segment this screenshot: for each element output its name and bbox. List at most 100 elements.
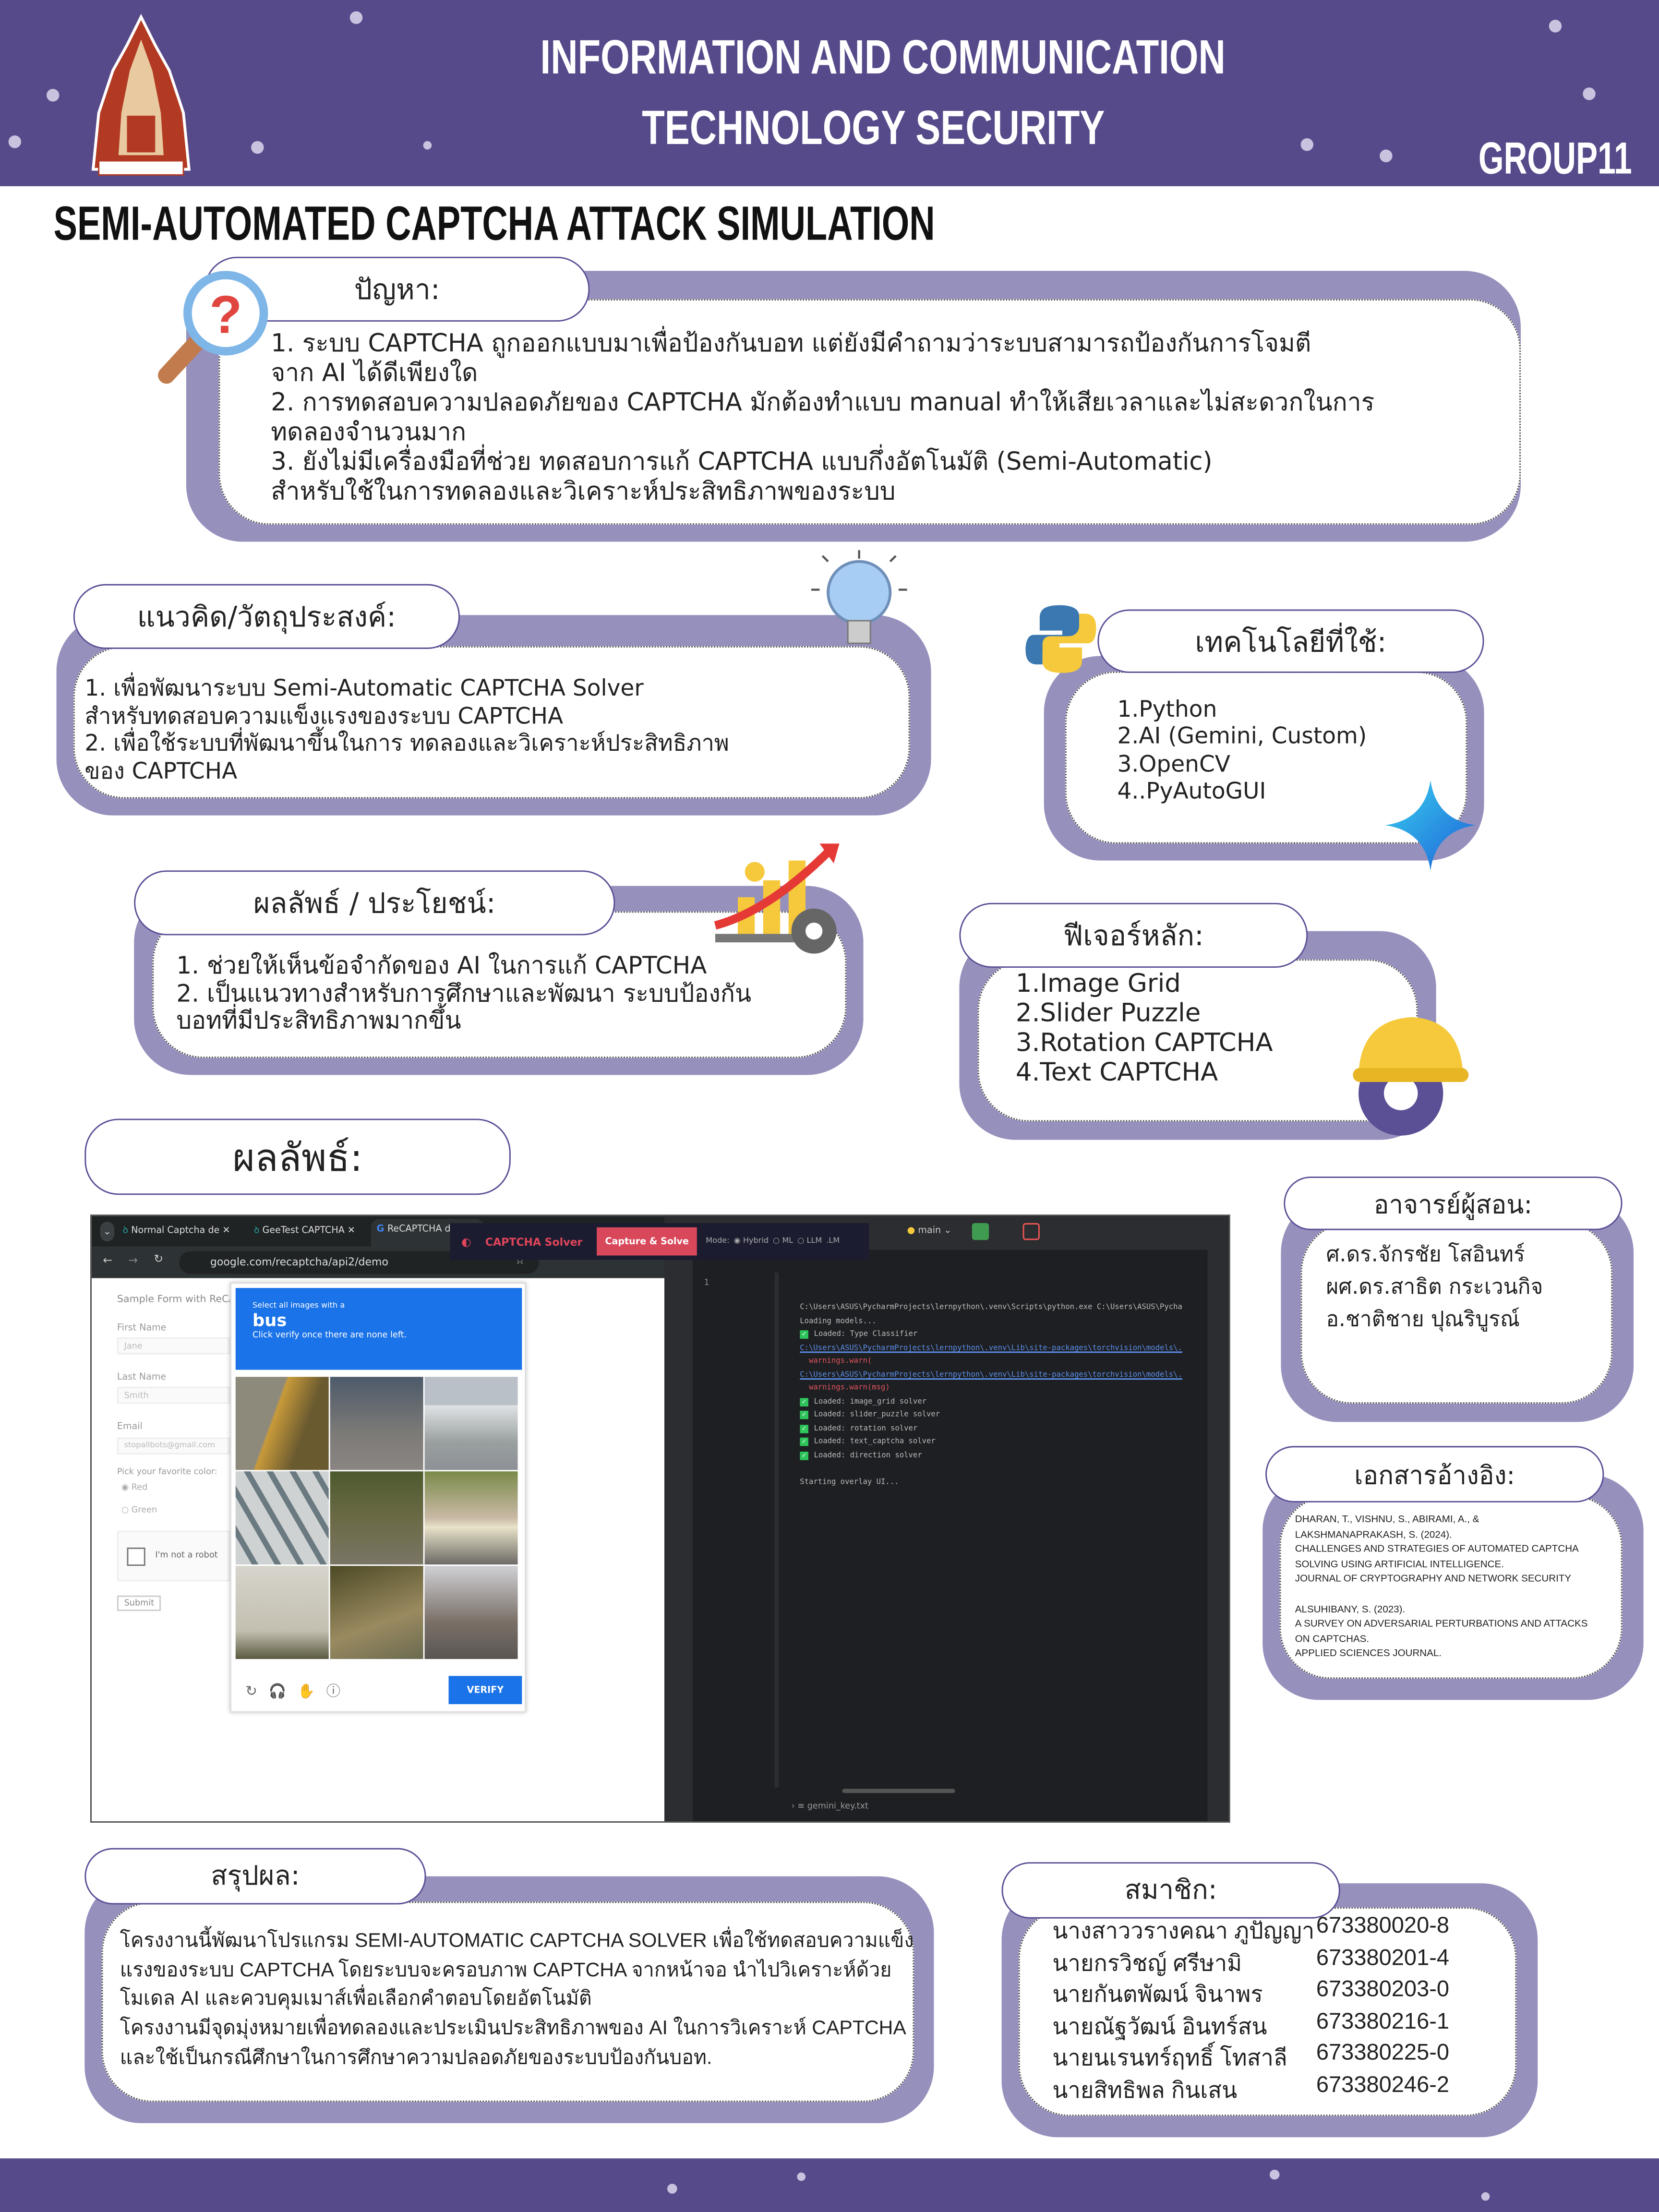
first-name-input[interactable]: Jane <box>117 1337 230 1355</box>
captcha-tile[interactable] <box>330 1566 423 1659</box>
captcha-tile[interactable] <box>235 1566 329 1659</box>
console-text: C:\Users\ASUS\PycharmProjects\lernpython… <box>800 1344 1182 1353</box>
radio-green[interactable]: ○ Green <box>121 1505 157 1515</box>
ide-window: ● main ⌄ 1 C:\Users\ASUS\PycharmProjects… <box>664 1216 1229 1821</box>
forward-icon[interactable]: → <box>128 1254 138 1267</box>
open-file-tab[interactable]: › ≡ gemini_key.txt <box>791 1801 868 1812</box>
reference-line: SOLVING USING ARTIFICIAL INTELLIGENCE. <box>1295 1560 1504 1570</box>
captcha-tile[interactable] <box>424 1471 518 1565</box>
teacher-list: ศ.ดร.จักรชัย โสอินทร์ ผศ.ดร.สาธิต กระเวน… <box>1326 1238 1543 1336</box>
mode-label: Mode: <box>706 1237 730 1246</box>
mode-hybrid-radio[interactable]: ◉ Hybrid <box>733 1237 769 1246</box>
poster-subtitle: SEMI-AUTOMATED CAPTCHA ATTACK SIMULATION <box>53 197 935 252</box>
concept-line: สำหรับทดสอบความแข็งแรงของระบบ CAPTCHA <box>84 702 564 729</box>
radio-label: Red <box>131 1482 148 1493</box>
member-name: นายกันตพัฒน์ จินาพร <box>1052 1984 1263 2008</box>
console-line: ✓Loaded: slider_puzzle solver <box>800 1410 1203 1423</box>
tab-geetest[interactable]: ꝺ GeeTest CAPTCHA ✕ <box>253 1224 355 1236</box>
hand-icon[interactable]: ✋ <box>297 1684 326 1700</box>
problem-line: 3. ยังไม่มีเครื่องมือที่ช่วย ทดสอบการแก้… <box>271 448 1213 477</box>
captcha-tile[interactable] <box>235 1471 329 1565</box>
captcha-solver-overlay: ◐ CAPTCHA Solver Capture & Solve Mode: ◉… <box>450 1223 869 1260</box>
summary-line: โมเดล AI และควบคุมเมาส์เพื่อเลือกคำตอบโด… <box>120 1986 592 2010</box>
tab-list-icon[interactable]: ⌄ <box>100 1221 115 1242</box>
not-robot-label: I'm not a robot <box>155 1550 218 1561</box>
results-label: ผลลัพธ์: <box>84 1118 511 1195</box>
problem-card <box>218 299 1521 525</box>
capture-solve-button[interactable]: Capture & Solve <box>596 1227 697 1256</box>
reload-icon[interactable]: ↻ <box>154 1252 164 1266</box>
browser-toolbar: ← → ↻ google.com/recaptcha/api2/demo ☆ <box>92 1247 665 1278</box>
problem-line: 1. ระบบ CAPTCHA ถูกออกแบบมาเพื่อป้องกันบ… <box>271 330 1311 359</box>
recaptcha-challenge: Select all images with a bus Click verif… <box>230 1282 527 1713</box>
tab-label: ReCAPTCHA de <box>387 1223 457 1235</box>
reload-icon[interactable]: ↻ <box>245 1684 269 1700</box>
tech-item: 4..PyAutoGUI <box>1117 777 1266 804</box>
mode-ml-radio[interactable]: ○ ML <box>773 1237 793 1246</box>
not-robot-checkbox[interactable] <box>127 1547 145 1566</box>
check-icon: ✓ <box>800 1411 808 1420</box>
captcha-tile[interactable] <box>424 1566 518 1659</box>
stop-button[interactable] <box>1022 1223 1040 1240</box>
mode-option: LLM <box>806 1237 822 1246</box>
console-scrollbar[interactable] <box>842 1789 955 1793</box>
header-band <box>0 0 1659 186</box>
console-text: C:\Users\ASUS\PycharmProjects\lernpython… <box>800 1370 1182 1380</box>
browser-window: ⌄ ꝺ Normal Captcha de ✕ ꝺ GeeTest CAPTCH… <box>92 1216 665 1821</box>
tech-item: 2.AI (Gemini, Custom) <box>1117 722 1367 750</box>
console-line: ✓Loaded: image_grid solver <box>800 1396 1203 1410</box>
email-input[interactable]: stopallbots@gmail.com <box>117 1437 230 1455</box>
mode-llm-radio[interactable]: ○ LLM <box>797 1237 822 1246</box>
problem-line: สำหรับใช้ในการทดลองและวิเคราะห์ประสิทธิภ… <box>271 478 896 507</box>
console-text: Loaded: image_grid solver <box>814 1397 926 1407</box>
captcha-tile[interactable] <box>330 1377 423 1470</box>
check-icon: ✓ <box>800 1330 808 1339</box>
reference-line: APPLIED SCIENCES JOURNAL. <box>1295 1649 1442 1660</box>
info-icon[interactable]: ⓘ <box>326 1684 352 1700</box>
submit-button[interactable]: Submit <box>117 1595 161 1611</box>
captcha-tile[interactable] <box>235 1377 329 1470</box>
benefit-label: ผลลัพธ์ / ประโยชน์: <box>134 870 615 936</box>
color-question: Pick your favorite color: <box>117 1467 217 1477</box>
recaptcha-checkbox-widget: I'm not a robot <box>117 1530 230 1582</box>
console-line[interactable]: C:\Users\ASUS\PycharmProjects\lernpython… <box>800 1370 1203 1383</box>
reference-line: ON CAPTCHAS. <box>1295 1635 1370 1645</box>
last-name-input[interactable]: Smith <box>117 1386 230 1404</box>
console-text: Loaded: Type Classifier <box>814 1330 918 1339</box>
tech-label: เทคโนโลยีที่ใช้: <box>1097 609 1484 673</box>
branch-selector[interactable]: ● main ⌄ <box>907 1224 952 1236</box>
concept-text: 1. เพื่อพัฒนาระบบ Semi-Automatic CAPTCHA… <box>84 674 729 784</box>
sparkle-star-icon <box>1385 780 1476 871</box>
console-text: Loaded: text_captcha solver <box>814 1438 936 1447</box>
verify-button[interactable]: VERIFY <box>448 1676 522 1705</box>
captcha-tile[interactable] <box>330 1471 423 1565</box>
member-name: นายณัฐวัฒน์ อินทร์สน <box>1052 2015 1267 2040</box>
run-console[interactable]: C:\Users\ASUS\PycharmProjects\lernpython… <box>800 1302 1203 1781</box>
growth-chart-gear-icon <box>712 841 845 957</box>
console-line: ✓Loaded: rotation solver <box>800 1423 1203 1437</box>
console-line[interactable]: C:\Users\ASUS\PycharmProjects\lernpython… <box>800 1343 1203 1356</box>
member-id: 673380225-0 <box>1316 2042 1450 2066</box>
radio-red[interactable]: ◉ Red <box>121 1482 148 1493</box>
group-label: GROUP11 <box>1478 132 1632 184</box>
console-line: warnings.warn( <box>800 1356 1203 1370</box>
console-text: Loaded: direction solver <box>814 1452 922 1460</box>
back-icon[interactable]: ← <box>103 1254 113 1267</box>
tech-card <box>1065 671 1467 844</box>
summary-text: โครงงานนี้พัฒนาโปรแกรม SEMI-AUTOMATIC CA… <box>120 1925 914 2071</box>
captcha-tile[interactable] <box>424 1377 518 1470</box>
reference-line: CHALLENGES AND STRATEGIES OF AUTOMATED C… <box>1295 1545 1579 1555</box>
email-label: Email <box>117 1420 143 1432</box>
teacher-name: ศ.ดร.จักรชัย โสอินทร์ <box>1326 1241 1525 1267</box>
headphones-icon[interactable]: 🎧 <box>268 1684 298 1700</box>
address-bar[interactable]: google.com/recaptcha/api2/demo <box>179 1251 539 1274</box>
tab-normal-captcha[interactable]: ꝺ Normal Captcha de ✕ <box>122 1224 230 1236</box>
tab-label: GeeTest CAPTCHA <box>262 1224 345 1236</box>
console-text: Loading models... <box>800 1317 877 1326</box>
run-button[interactable] <box>972 1223 989 1240</box>
console-text: C:\Users\ASUS\PycharmProjects\lernpython… <box>800 1303 1182 1312</box>
